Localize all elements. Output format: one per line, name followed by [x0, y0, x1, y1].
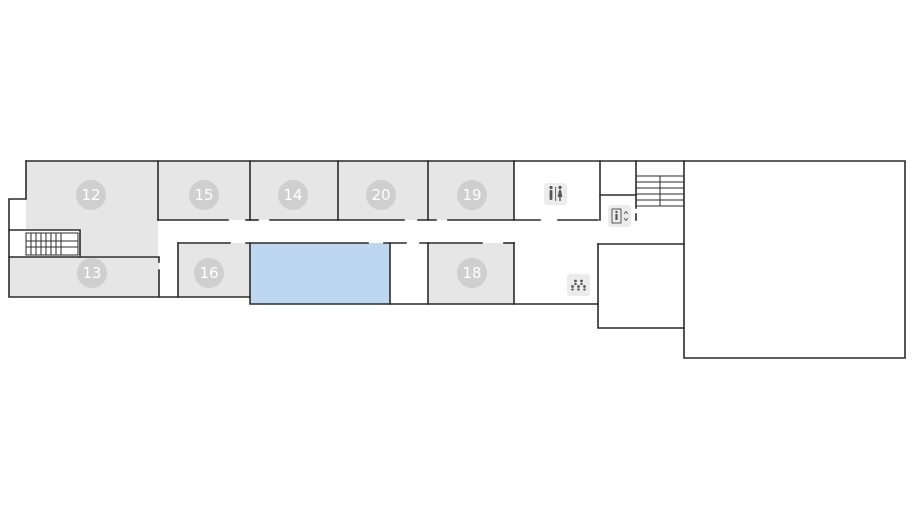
svg-text:13: 13: [82, 264, 101, 282]
people-group-icon[interactable]: [567, 274, 590, 296]
badge-room-12: 12: [76, 180, 106, 210]
svg-text:19: 19: [462, 186, 481, 204]
walls: [8, 160, 906, 359]
stairs-left: [25, 232, 79, 256]
stairs-right: [636, 175, 684, 207]
badge-room-19: 19: [457, 180, 487, 210]
badge-room-20: 20: [366, 180, 396, 210]
badge-room-14: 14: [278, 180, 308, 210]
svg-text:12: 12: [81, 186, 100, 204]
badge-room-16: 16: [194, 258, 224, 288]
svg-text:14: 14: [283, 186, 302, 204]
badge-room-18: 18: [457, 258, 487, 288]
room-badges: 12 15 14 20 19 13 16 18: [76, 180, 487, 288]
svg-text:15: 15: [194, 186, 213, 204]
room-fills: [9, 161, 514, 304]
svg-text:18: 18: [462, 264, 481, 282]
room-highlighted[interactable]: [250, 243, 390, 304]
elevator-icon[interactable]: [608, 205, 631, 227]
badge-room-15: 15: [189, 180, 219, 210]
svg-text:16: 16: [199, 264, 218, 282]
restroom-icon[interactable]: [544, 183, 567, 205]
badge-room-13: 13: [77, 258, 107, 288]
svg-text:20: 20: [371, 186, 390, 204]
